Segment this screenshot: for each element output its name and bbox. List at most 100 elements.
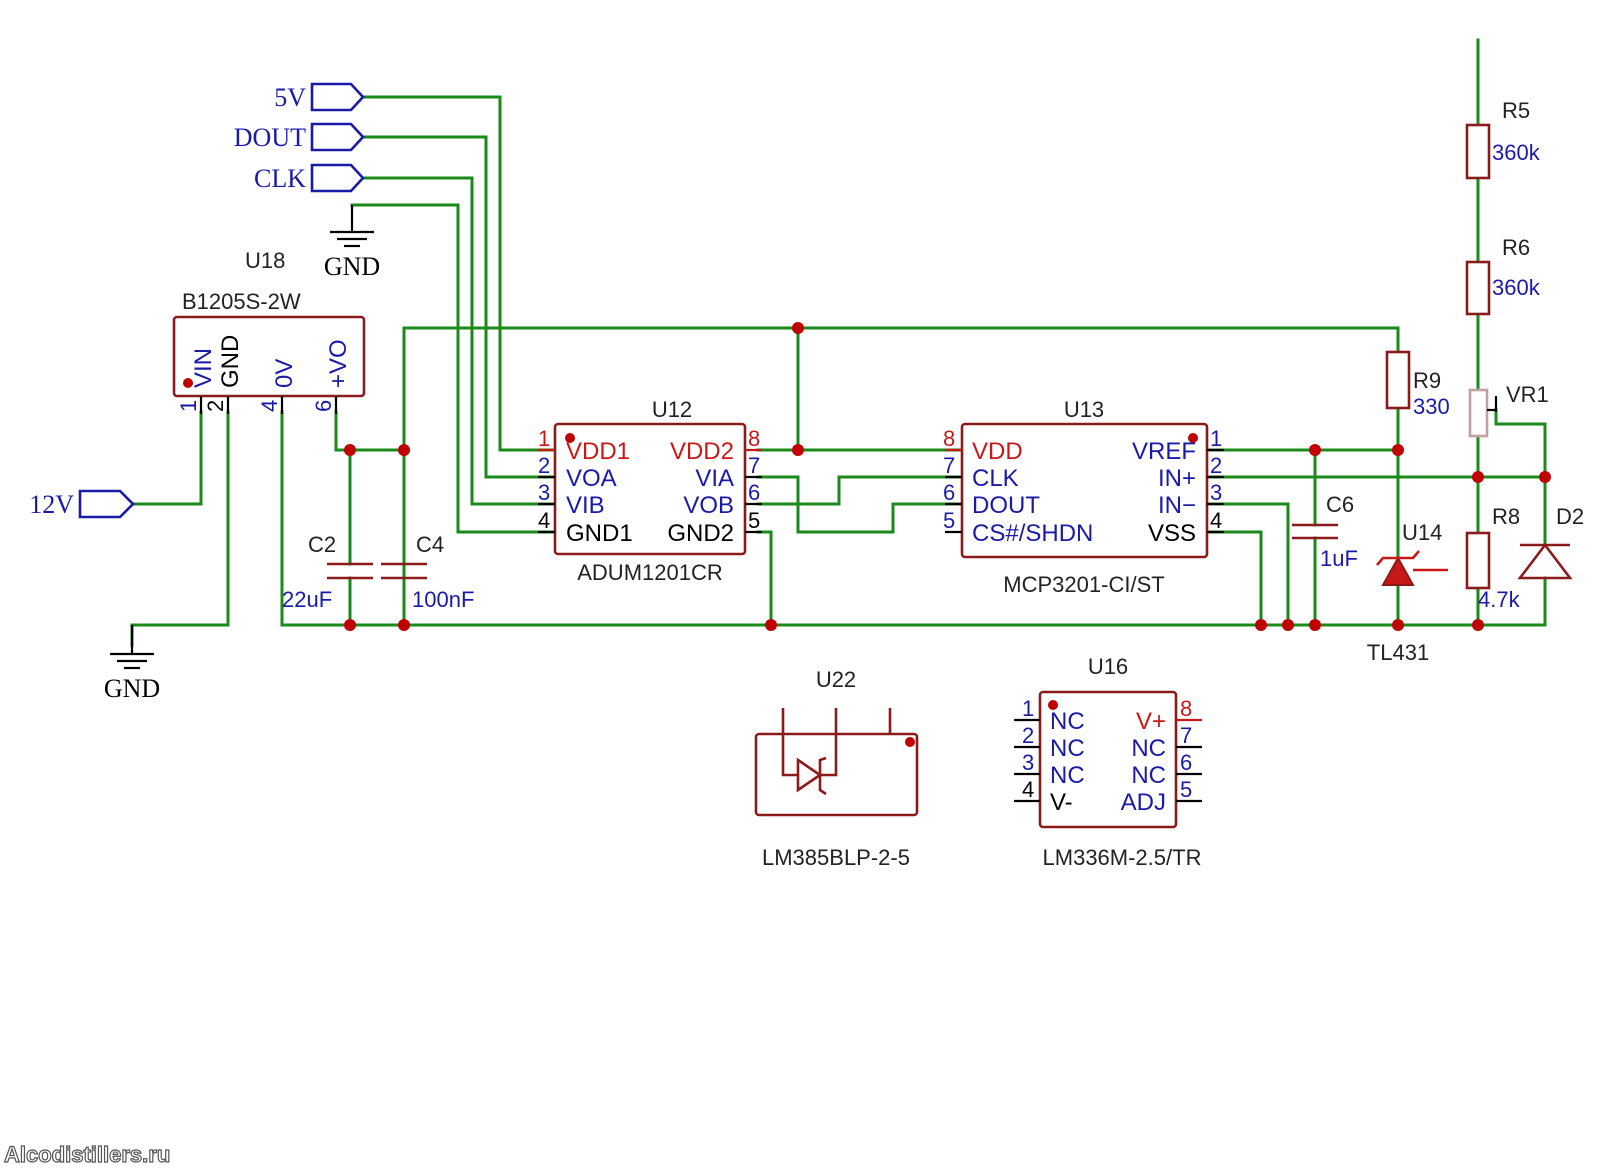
capacitor-c2: C2 22uF [282,532,373,612]
u16-pin-num: 3 [1022,750,1034,775]
u16-pin-num: 5 [1180,777,1192,802]
d2-ref: D2 [1556,504,1584,529]
u12-part: ADUM1201CR [577,560,723,585]
net-flag-dout: DOUT [234,122,365,152]
u13-pin-num: 3 [1210,480,1222,505]
wires [130,38,1547,647]
u16-pin-vplus: V+ [1136,708,1166,735]
junction-dot [1309,619,1321,631]
junction-dot [1472,471,1484,483]
u18-pin-num: 2 [203,400,228,412]
net-flag-5v: 5V [274,82,365,112]
u12-digital-isolator: U12 1 2 3 4 8 7 6 5 VDD1 VOA VIB GND1 VD… [538,397,762,585]
u14-shunt-regulator: U14 TL431 [1367,520,1448,665]
u18-pin-num: 4 [257,400,282,412]
capacitor-c4: C4 100nF [381,532,474,612]
u12-pin-num: 8 [748,426,760,451]
u13-adc: U13 8 7 6 5 1 2 3 4 VDD CLK DOUT CS#/SHD… [943,397,1224,597]
ground-symbol-top: GND [324,205,380,281]
watermark: Alcodistillers.ru [4,1142,170,1167]
u12-pin-vob: VOB [683,492,734,519]
u13-pin-clk: CLK [972,465,1019,492]
net-label-gnd-bottom: GND [104,674,160,703]
u13-pin-vref: VREF [1132,438,1196,465]
net-flag-12v: 12V [29,489,135,519]
u16-pin-nc2: NC [1050,735,1085,762]
u13-pin-cs-shdn: CS#/SHDN [972,520,1093,547]
junction-dot [398,619,410,631]
u12-pin-num: 2 [538,453,550,478]
u16-pin-num: 4 [1022,777,1034,802]
u12-pin-num: 1 [538,426,550,451]
u13-pin-in-minus: IN− [1158,492,1196,519]
u12-pin-gnd2: GND2 [667,520,734,547]
u16-pin-nc6: NC [1131,762,1166,789]
net-label-12v: 12V [29,490,74,519]
potentiometer-vr1: VR1 [1468,382,1549,438]
r5-ref: R5 [1502,98,1530,123]
u16-pin-adj: ADJ [1121,789,1166,816]
net-label-clk: CLK [254,164,306,193]
c2-ref: C2 [308,532,336,557]
net-label-5v: 5V [274,83,306,112]
u13-pin-vdd: VDD [972,438,1023,465]
ground-symbol-bottom: GND [104,625,160,703]
c6-value: 1uF [1320,546,1358,571]
u22-voltage-reference: U22 LM385BLP-2-5 [754,667,919,870]
junction-dot [792,444,804,456]
r9-value: 330 [1413,394,1450,419]
r6-ref: R6 [1502,235,1530,260]
junction-dot [792,322,804,334]
u16-part: LM336M-2.5/TR [1043,845,1202,870]
resistor-r5: R5 360k [1465,98,1541,180]
junction-dot [1282,619,1294,631]
u18-ref: U18 [245,248,285,273]
vr1-ref: VR1 [1506,382,1549,407]
net-flag-clk: CLK [254,163,365,193]
u22-ref: U22 [816,667,856,692]
resistor-r6: R6 360k [1465,235,1541,316]
r9-ref: R9 [1413,368,1441,393]
u18-pin-vo: +VO [325,339,352,388]
u13-ref: U13 [1064,397,1104,422]
resistor-r9: R9 330 [1385,350,1450,419]
u16-voltage-reference: U16 1 2 3 4 8 7 6 5 NC NC NC V- V+ NC NC… [1014,654,1202,870]
u13-pin-num: 6 [943,480,955,505]
capacitor-c6: C6 1uF [1292,492,1358,571]
u12-pin-vdd1: VDD1 [566,438,630,465]
c4-value: 100nF [412,587,474,612]
u13-pin-num: 2 [1210,453,1222,478]
u14-ref: U14 [1402,520,1442,545]
r6-value: 360k [1492,275,1541,300]
u16-ref: U16 [1088,654,1128,679]
junction-dot [765,619,777,631]
u13-pin-in-plus: IN+ [1158,465,1196,492]
junction-dot [1472,619,1484,631]
u13-pin-num: 4 [1210,508,1222,533]
junction-dot [344,444,356,456]
u18-part: B1205S-2W [182,289,301,314]
junction-dot [1255,619,1267,631]
u12-pin-gnd1: GND1 [566,520,633,547]
junction-dot [1392,444,1404,456]
u13-pin-num: 8 [943,426,955,451]
u16-pin-num: 2 [1022,723,1034,748]
u12-pin-via: VIA [695,465,734,492]
u12-pin-num: 3 [538,480,550,505]
u13-pin-num: 5 [943,508,955,533]
u22-part: LM385BLP-2-5 [762,845,910,870]
r5-value: 360k [1492,140,1541,165]
junction-dot [1539,471,1551,483]
c4-ref: C4 [416,532,444,557]
diode-d2: D2 [1517,504,1584,580]
u18-pin-num: 1 [176,400,201,412]
u16-pin-vminus: V- [1050,789,1073,816]
u12-pin-vib: VIB [566,492,605,519]
r8-value: 4.7k [1478,587,1521,612]
u12-pin-num: 4 [538,508,550,533]
u12-pin-num: 7 [748,453,760,478]
u12-pin-voa: VOA [566,465,617,492]
u12-pin-vdd2: VDD2 [670,438,734,465]
u16-pin-num: 6 [1180,750,1192,775]
u16-pin-nc3: NC [1050,762,1085,789]
